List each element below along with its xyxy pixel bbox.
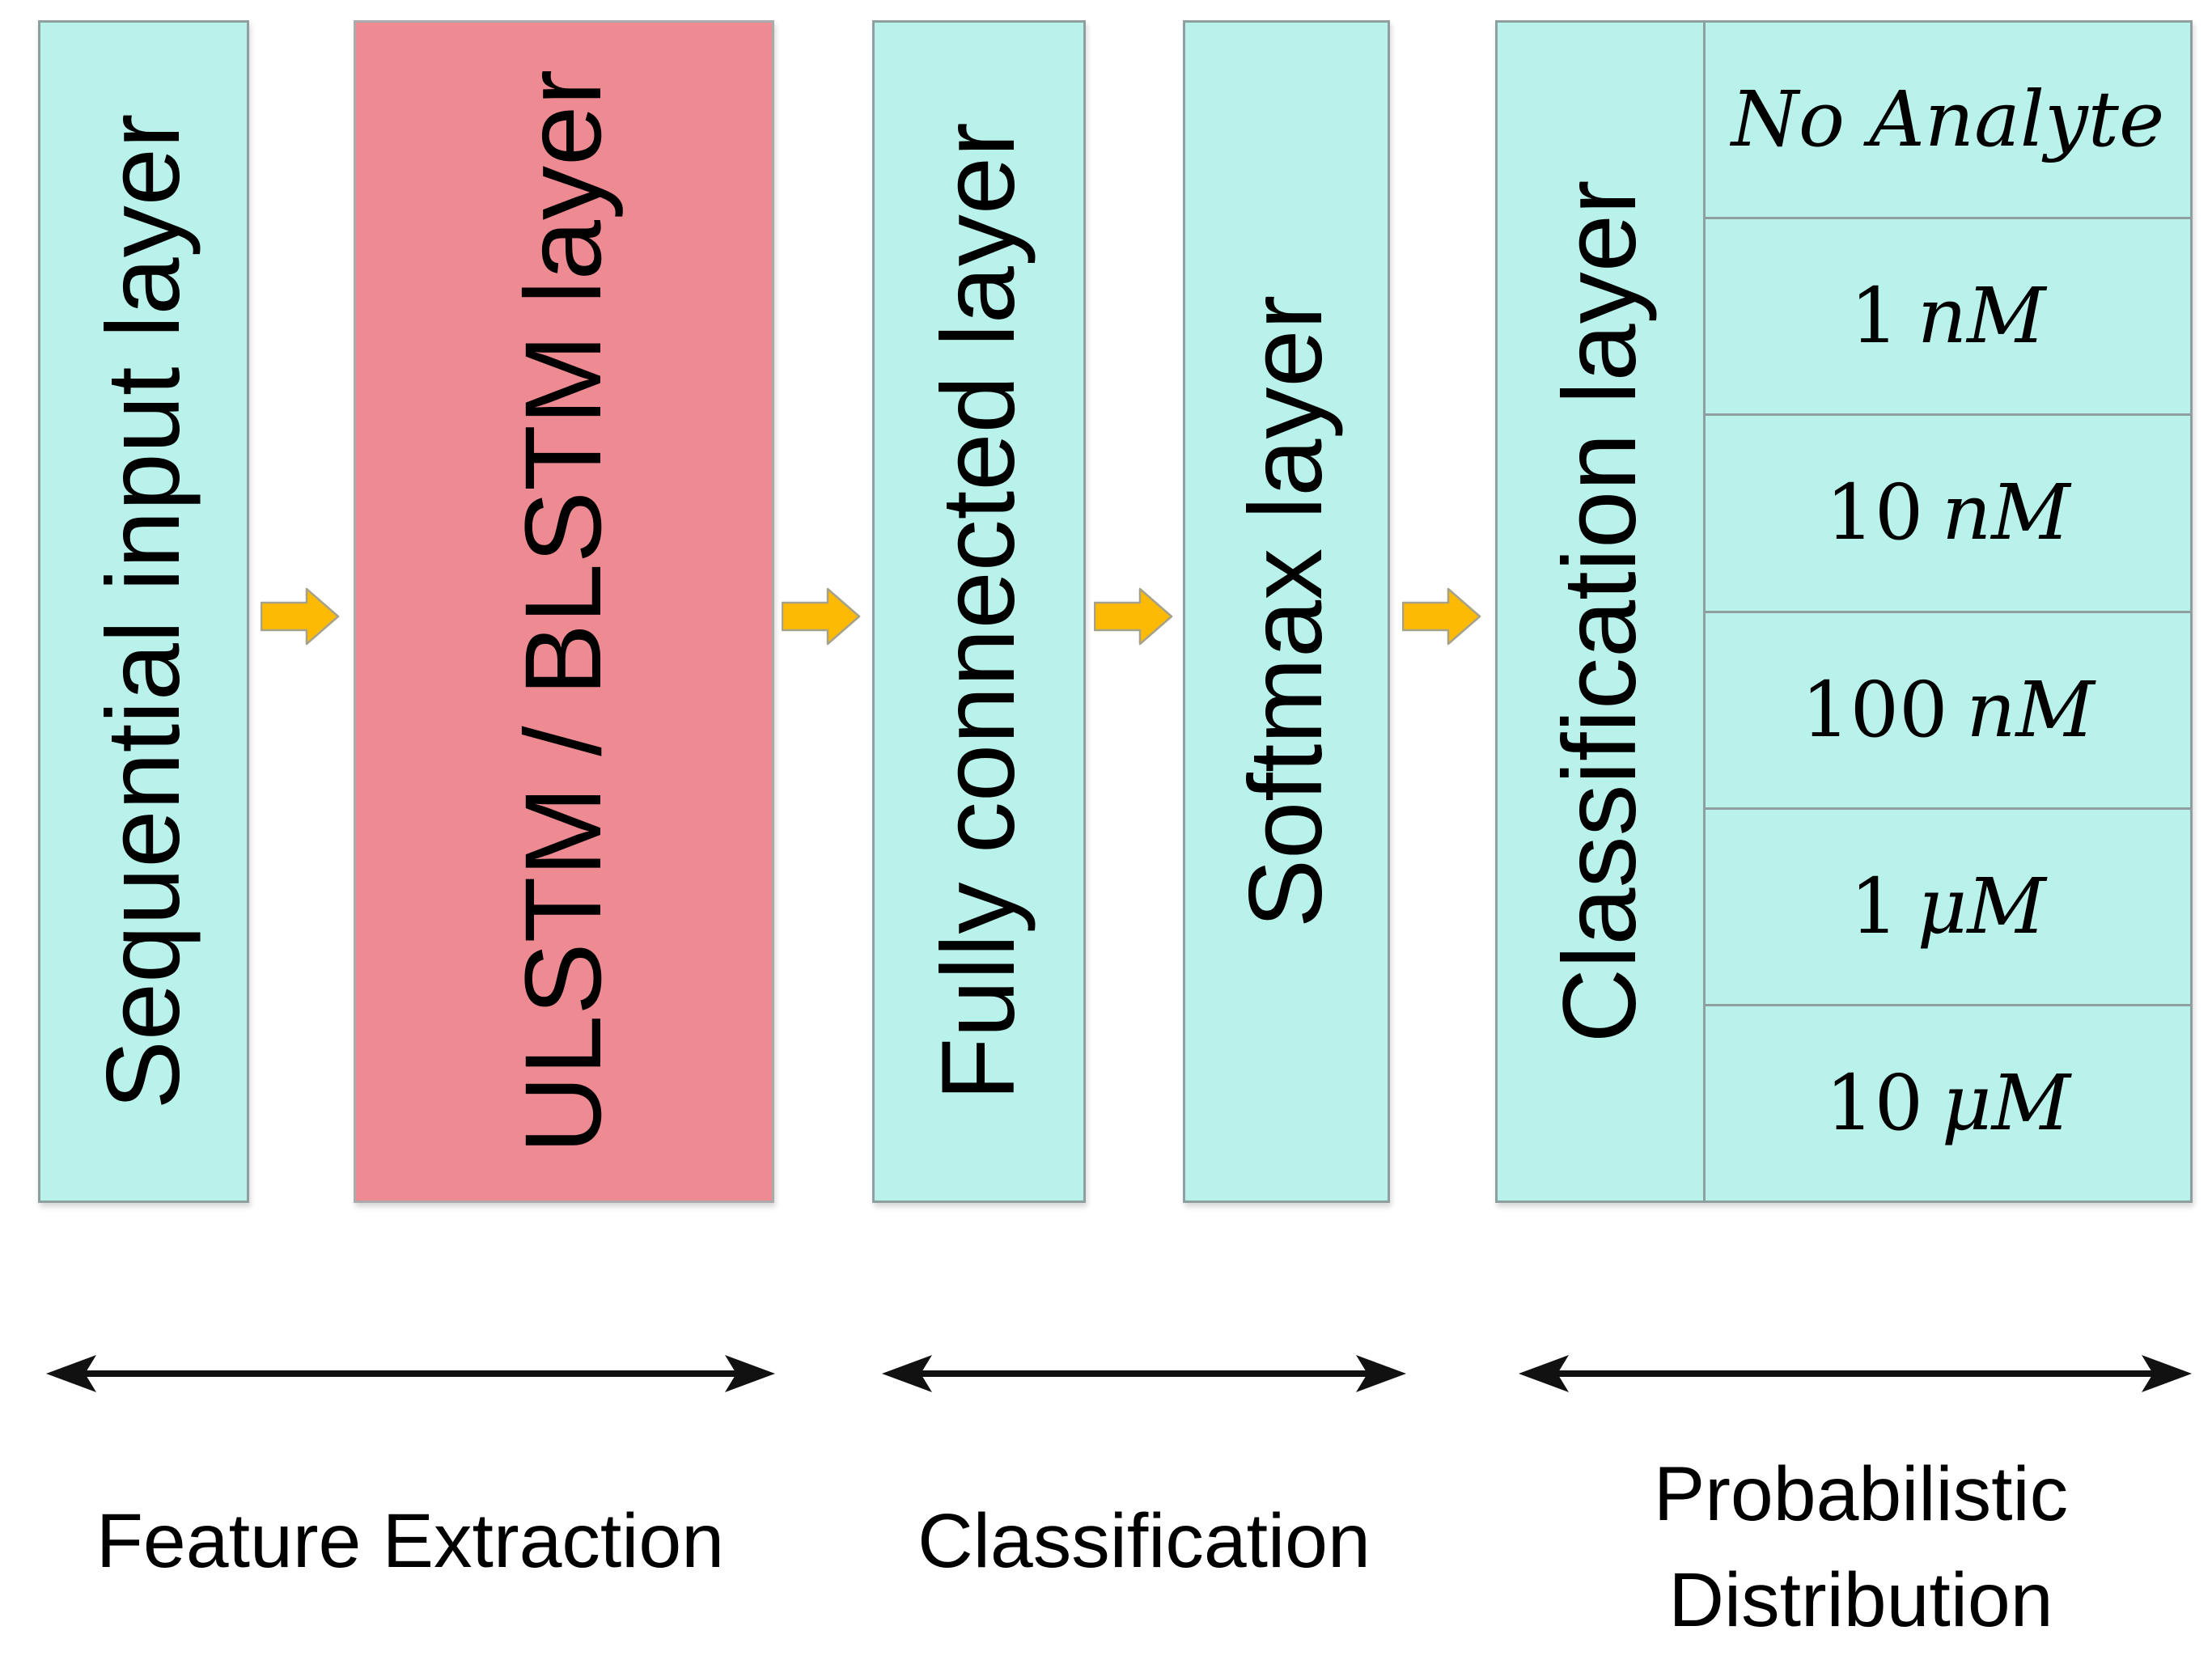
softmax-layer-label: Softmax layer [1228, 294, 1344, 929]
class-value: 100 [1801, 665, 1948, 755]
flow-arrow-right-icon [1402, 587, 1481, 646]
class-cell-no-analyte: No Analyte [1706, 23, 2190, 220]
layer-box-ulstm-blstm: ULSTM / BLSTM layer [354, 20, 774, 1203]
classification-span-double-arrow-icon [882, 1355, 1406, 1392]
class-unit: No Analyte [1731, 75, 2165, 165]
sequential-input-layer-label: Sequential input layer [85, 113, 201, 1110]
class-value: 1 [1850, 272, 1900, 362]
layer-box-softmax: Softmax layer [1183, 20, 1390, 1203]
flow-arrow-right-icon [1094, 587, 1173, 646]
class-unit: μM [1917, 862, 2046, 951]
class-value: 10 [1825, 468, 1924, 558]
class-cell-10nm: 10 nM [1706, 416, 2190, 613]
probabilistic-distribution-span-double-arrow-icon [1519, 1355, 2192, 1392]
class-cell-1nm: 1 nM [1706, 219, 2190, 417]
class-unit: nM [1917, 272, 2046, 362]
stage-label-feature-extraction: Feature Extraction [95, 1498, 725, 1584]
class-output-list: No Analyte 1 nM 10 nM 100 nM 1 μM 10 μM [1703, 23, 2190, 1201]
class-value: 1 [1850, 862, 1899, 951]
feature-extraction-span-double-arrow-icon [46, 1355, 775, 1392]
class-value: 10 [1825, 1058, 1924, 1148]
layer-box-fully-connected: Fully connected layer [872, 20, 1086, 1203]
class-unit: nM [1942, 468, 2070, 558]
classification-layer-label: Classification layer [1542, 180, 1658, 1044]
layer-box-sequential-input: Sequential input layer [38, 20, 249, 1203]
class-cell-1um: 1 μM [1706, 810, 2190, 1006]
stage-label-classification: Classification [917, 1498, 1371, 1584]
flow-arrow-right-icon [261, 587, 340, 646]
fully-connected-layer-label: Fully connected layer [921, 122, 1036, 1101]
class-cell-10um: 10 μM [1706, 1006, 2190, 1201]
class-cell-100nm: 100 nM [1706, 613, 2190, 810]
class-unit: μM [1941, 1058, 2070, 1148]
flow-arrow-right-icon [782, 587, 861, 646]
class-unit: nM [1966, 665, 2095, 755]
stage-label-probabilistic-distribution: Probabilistic Distribution [1653, 1451, 2069, 1644]
layer-box-classification: Classification layer No Analyte 1 nM 10 … [1495, 20, 2193, 1203]
ulstm-blstm-layer-label: ULSTM / BLSTM layer [503, 69, 624, 1154]
